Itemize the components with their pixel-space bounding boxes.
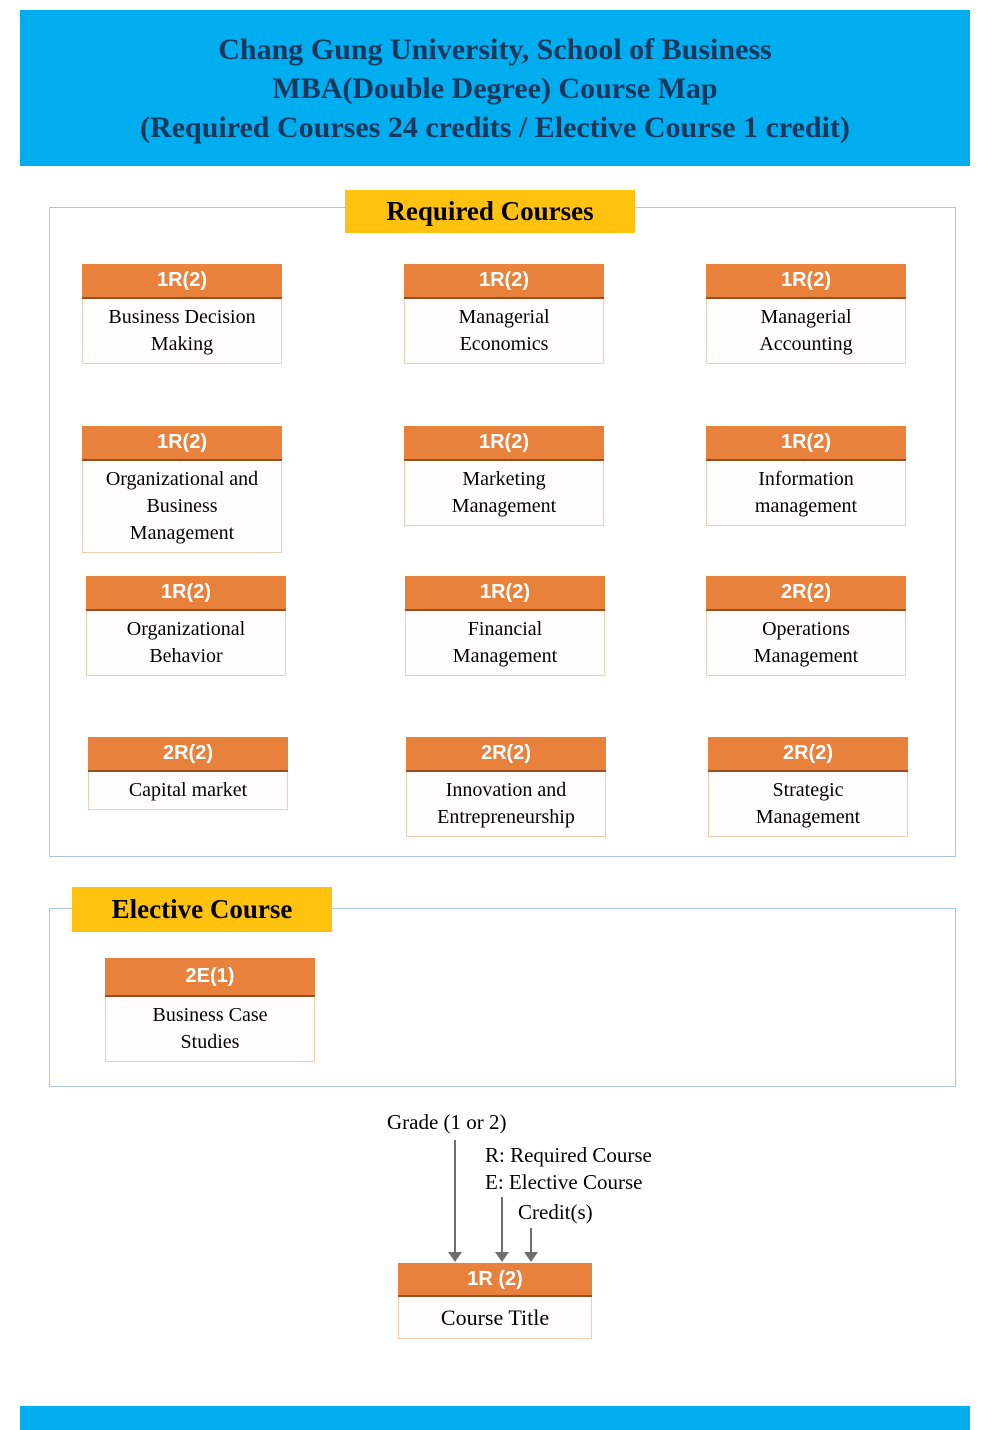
course-card: 1R(2) Information management (706, 426, 906, 526)
course-title: Financial Management (405, 611, 605, 676)
course-title: Business Decision Making (82, 299, 282, 364)
course-card: 2R(2) Strategic Management (708, 737, 908, 837)
course-title: Managerial Accounting (706, 299, 906, 364)
course-code-header: 1R(2) (82, 426, 282, 461)
legend-required-label: R: Required Course (485, 1143, 652, 1167)
course-title: Operations Management (706, 611, 906, 676)
course-code-header: 2E(1) (105, 958, 315, 997)
course-card: 2R(2) Innovation and Entrepreneurship (406, 737, 606, 837)
course-code-header: 1R(2) (82, 264, 282, 299)
course-code-header: 1R(2) (706, 264, 906, 299)
course-card: 2R(2) Operations Management (706, 576, 906, 676)
course-card: 1R(2) Marketing Management (404, 426, 604, 526)
course-card: 2E(1) Business Case Studies (105, 958, 315, 1062)
course-title: Organizational Behavior (86, 611, 286, 676)
course-code-header: 1R(2) (405, 576, 605, 611)
course-title: Strategic Management (708, 772, 908, 837)
course-code-header: 2R(2) (88, 737, 288, 772)
grade-arrow-head-icon (448, 1252, 462, 1262)
course-card: 1R(2) Managerial Accounting (706, 264, 906, 364)
course-title: Organizational and Business Management (82, 461, 282, 553)
course-title: Information management (706, 461, 906, 526)
footer-bar (20, 1406, 970, 1430)
course-code-header: 1R(2) (404, 264, 604, 299)
title-line-2: MBA(Double Degree) Course Map (272, 71, 718, 105)
sample-course-title: Course Title (398, 1297, 592, 1339)
course-card: 2R(2) Capital market (88, 737, 288, 810)
course-card: 1R(2) Business Decision Making (82, 264, 282, 364)
required-courses-label: Required Courses (345, 190, 635, 233)
course-title: Capital market (88, 772, 288, 810)
course-code-header: 2R(2) (406, 737, 606, 772)
course-card: 1R(2) Managerial Economics (404, 264, 604, 364)
course-code-header: 1R(2) (86, 576, 286, 611)
course-title: Managerial Economics (404, 299, 604, 364)
credits-arrow (530, 1228, 532, 1253)
title-line-1: Chang Gung University, School of Busines… (218, 32, 772, 66)
legend-credits-label: Credit(s) (518, 1200, 593, 1224)
course-card: 1R(2) Organizational Behavior (86, 576, 286, 676)
course-code-header: 1R(2) (706, 426, 906, 461)
course-type-arrow (501, 1197, 503, 1253)
credits-arrow-head-icon (524, 1252, 538, 1262)
course-title: Business Case Studies (105, 997, 315, 1062)
legend-elective-label: E: Elective Course (485, 1170, 643, 1194)
course-title: Marketing Management (404, 461, 604, 526)
course-card: 1R(2) Financial Management (405, 576, 605, 676)
legend-grade-label: Grade (1 or 2) (387, 1110, 507, 1134)
grade-arrow (454, 1140, 456, 1253)
course-title: Innovation and Entrepreneurship (406, 772, 606, 837)
sample-course-code-header: 1R (2) (398, 1263, 592, 1297)
elective-course-label: Elective Course (72, 887, 332, 932)
course-code-header: 2R(2) (708, 737, 908, 772)
course-card: 1R(2) Organizational and Business Manage… (82, 426, 282, 553)
sample-course-card: 1R (2) Course Title (398, 1263, 592, 1339)
course-type-arrow-head-icon (495, 1252, 509, 1262)
course-code-header: 2R(2) (706, 576, 906, 611)
title-line-3: (Required Courses 24 credits / Elective … (140, 110, 850, 144)
course-code-header: 1R(2) (404, 426, 604, 461)
title-banner: Chang Gung University, School of Busines… (20, 10, 970, 166)
